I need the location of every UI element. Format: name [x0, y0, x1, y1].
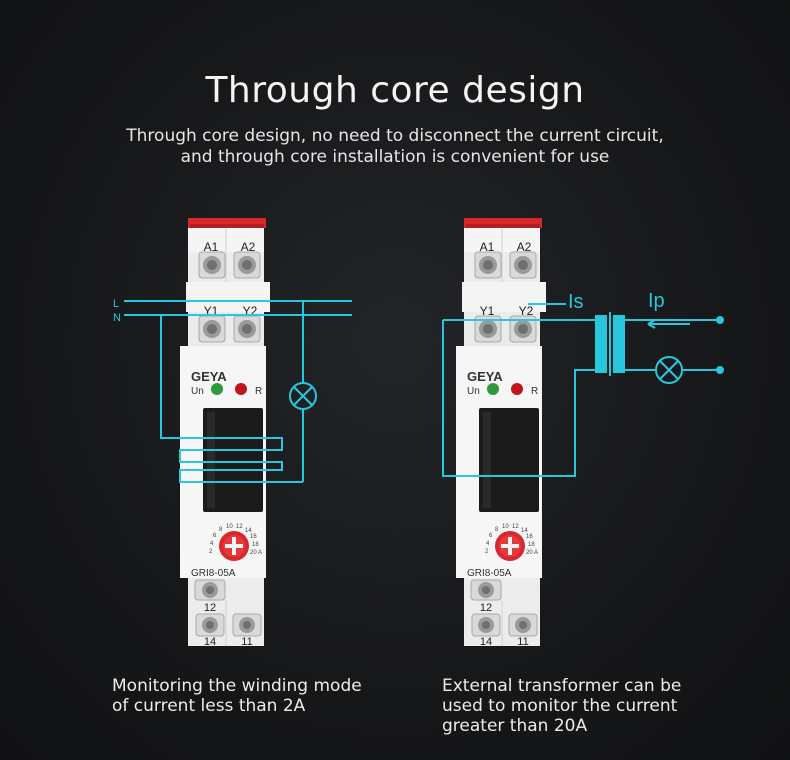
relay-body — [179, 217, 271, 647]
terminal-a2-label: A2 — [517, 240, 532, 254]
dial-tick-label: 20 A — [526, 550, 538, 556]
terminal-14-label: 14 — [204, 636, 216, 648]
dial-tick-label: 20 A — [250, 550, 262, 556]
terminal-dot — [716, 316, 724, 324]
left-wiring — [124, 300, 352, 483]
dial-tick-label: 10 — [502, 524, 509, 530]
lamp-icon — [289, 382, 317, 410]
dial-tick-label: 14 — [245, 528, 252, 534]
terminal-y1-label: Y1 — [480, 304, 495, 318]
terminal-a1-label: A1 — [480, 240, 495, 254]
line-l-label: L — [113, 298, 119, 310]
dial-tick-label: 10 — [226, 524, 233, 530]
dial-tick-label: 8 — [495, 527, 499, 533]
dial-tick-label: 2 — [209, 549, 213, 555]
terminal-12-label: 12 — [480, 602, 492, 614]
terminal-a2-label: A2 — [241, 240, 256, 254]
right-wiring — [442, 303, 724, 477]
dial-tick-label: 14 — [521, 528, 528, 534]
caption-line: used to monitor the current — [442, 696, 678, 716]
led-un-label: Un — [467, 386, 480, 397]
terminal-11-label: 11 — [517, 636, 528, 648]
caption-line: greater than 20A — [442, 716, 588, 736]
right-caption: External transformer can be used to moni… — [442, 676, 742, 736]
lamp-cross — [293, 386, 313, 406]
brand-logo: GEYA — [467, 369, 503, 384]
winding-loop — [160, 315, 303, 483]
relay-right: A1 A2 Y1 Y2 GEYA Un R GRI8-05A 12 14 11 … — [455, 217, 547, 648]
ip-arrowhead — [647, 319, 656, 329]
terminal-a1-label: A1 — [204, 240, 219, 254]
dial-tick-label: 2 — [485, 549, 489, 555]
sense-loop — [442, 320, 598, 477]
terminal-y2-label: Y2 — [519, 304, 534, 318]
terminal-11-label: 11 — [241, 636, 252, 648]
dial-tick-label: 6 — [489, 533, 493, 539]
model-label: GRI8-05A — [191, 568, 236, 579]
model-label: GRI8-05A — [467, 568, 512, 579]
caption-line: External transformer can be — [442, 676, 682, 696]
terminal-12-label: 12 — [204, 602, 216, 614]
subtitle-line: and through core installation is conveni… — [180, 147, 610, 167]
lamp-icon — [655, 356, 683, 384]
dial-tick-label: 4 — [210, 541, 214, 547]
dial-tick-label: 4 — [486, 541, 490, 547]
caption-line: Monitoring the winding mode — [112, 676, 362, 696]
lamp-cross — [659, 360, 679, 380]
dial-tick-label: 12 — [236, 524, 243, 530]
dial-tick-label: 8 — [219, 527, 223, 533]
dial-tick-label: 16 — [526, 534, 533, 540]
terminal-dot — [716, 366, 724, 374]
terminal-14-label: 14 — [480, 636, 492, 648]
ip-label: Ip — [648, 290, 665, 312]
page-title: Through core design — [205, 70, 585, 111]
dial-tick-label: 6 — [213, 533, 217, 539]
led-r-label: R — [531, 386, 538, 397]
left-caption: Monitoring the winding mode of current l… — [112, 676, 412, 716]
caption-line: of current less than 2A — [112, 696, 306, 716]
ct-core-right — [613, 315, 625, 373]
brand-logo: GEYA — [191, 369, 227, 384]
dial-tick-label: 16 — [250, 534, 257, 540]
relay-left: A1 A2 Y1 Y2 GEYA Un R GRI8-05A 12 14 11 … — [179, 217, 271, 648]
subtitle-line: Through core design, no need to disconne… — [126, 126, 664, 146]
dial-scale: 2 4 6 8 10 12 14 16 18 20 A — [485, 524, 538, 556]
led-un-label: Un — [191, 386, 204, 397]
dial-tick-label: 12 — [512, 524, 519, 530]
dial-tick-label: 18 — [252, 542, 259, 548]
dial-tick-label: 18 — [528, 542, 535, 548]
dial-scale: 2 4 6 8 10 12 14 16 18 20 A — [209, 524, 262, 556]
led-r-label: R — [255, 386, 262, 397]
line-n-label: N — [113, 312, 121, 324]
is-label: Is — [568, 291, 584, 313]
ct-core-left — [595, 315, 607, 373]
relay-body — [455, 217, 547, 647]
primary-wire — [624, 319, 718, 371]
page-subtitle: Through core design, no need to disconne… — [0, 126, 790, 168]
